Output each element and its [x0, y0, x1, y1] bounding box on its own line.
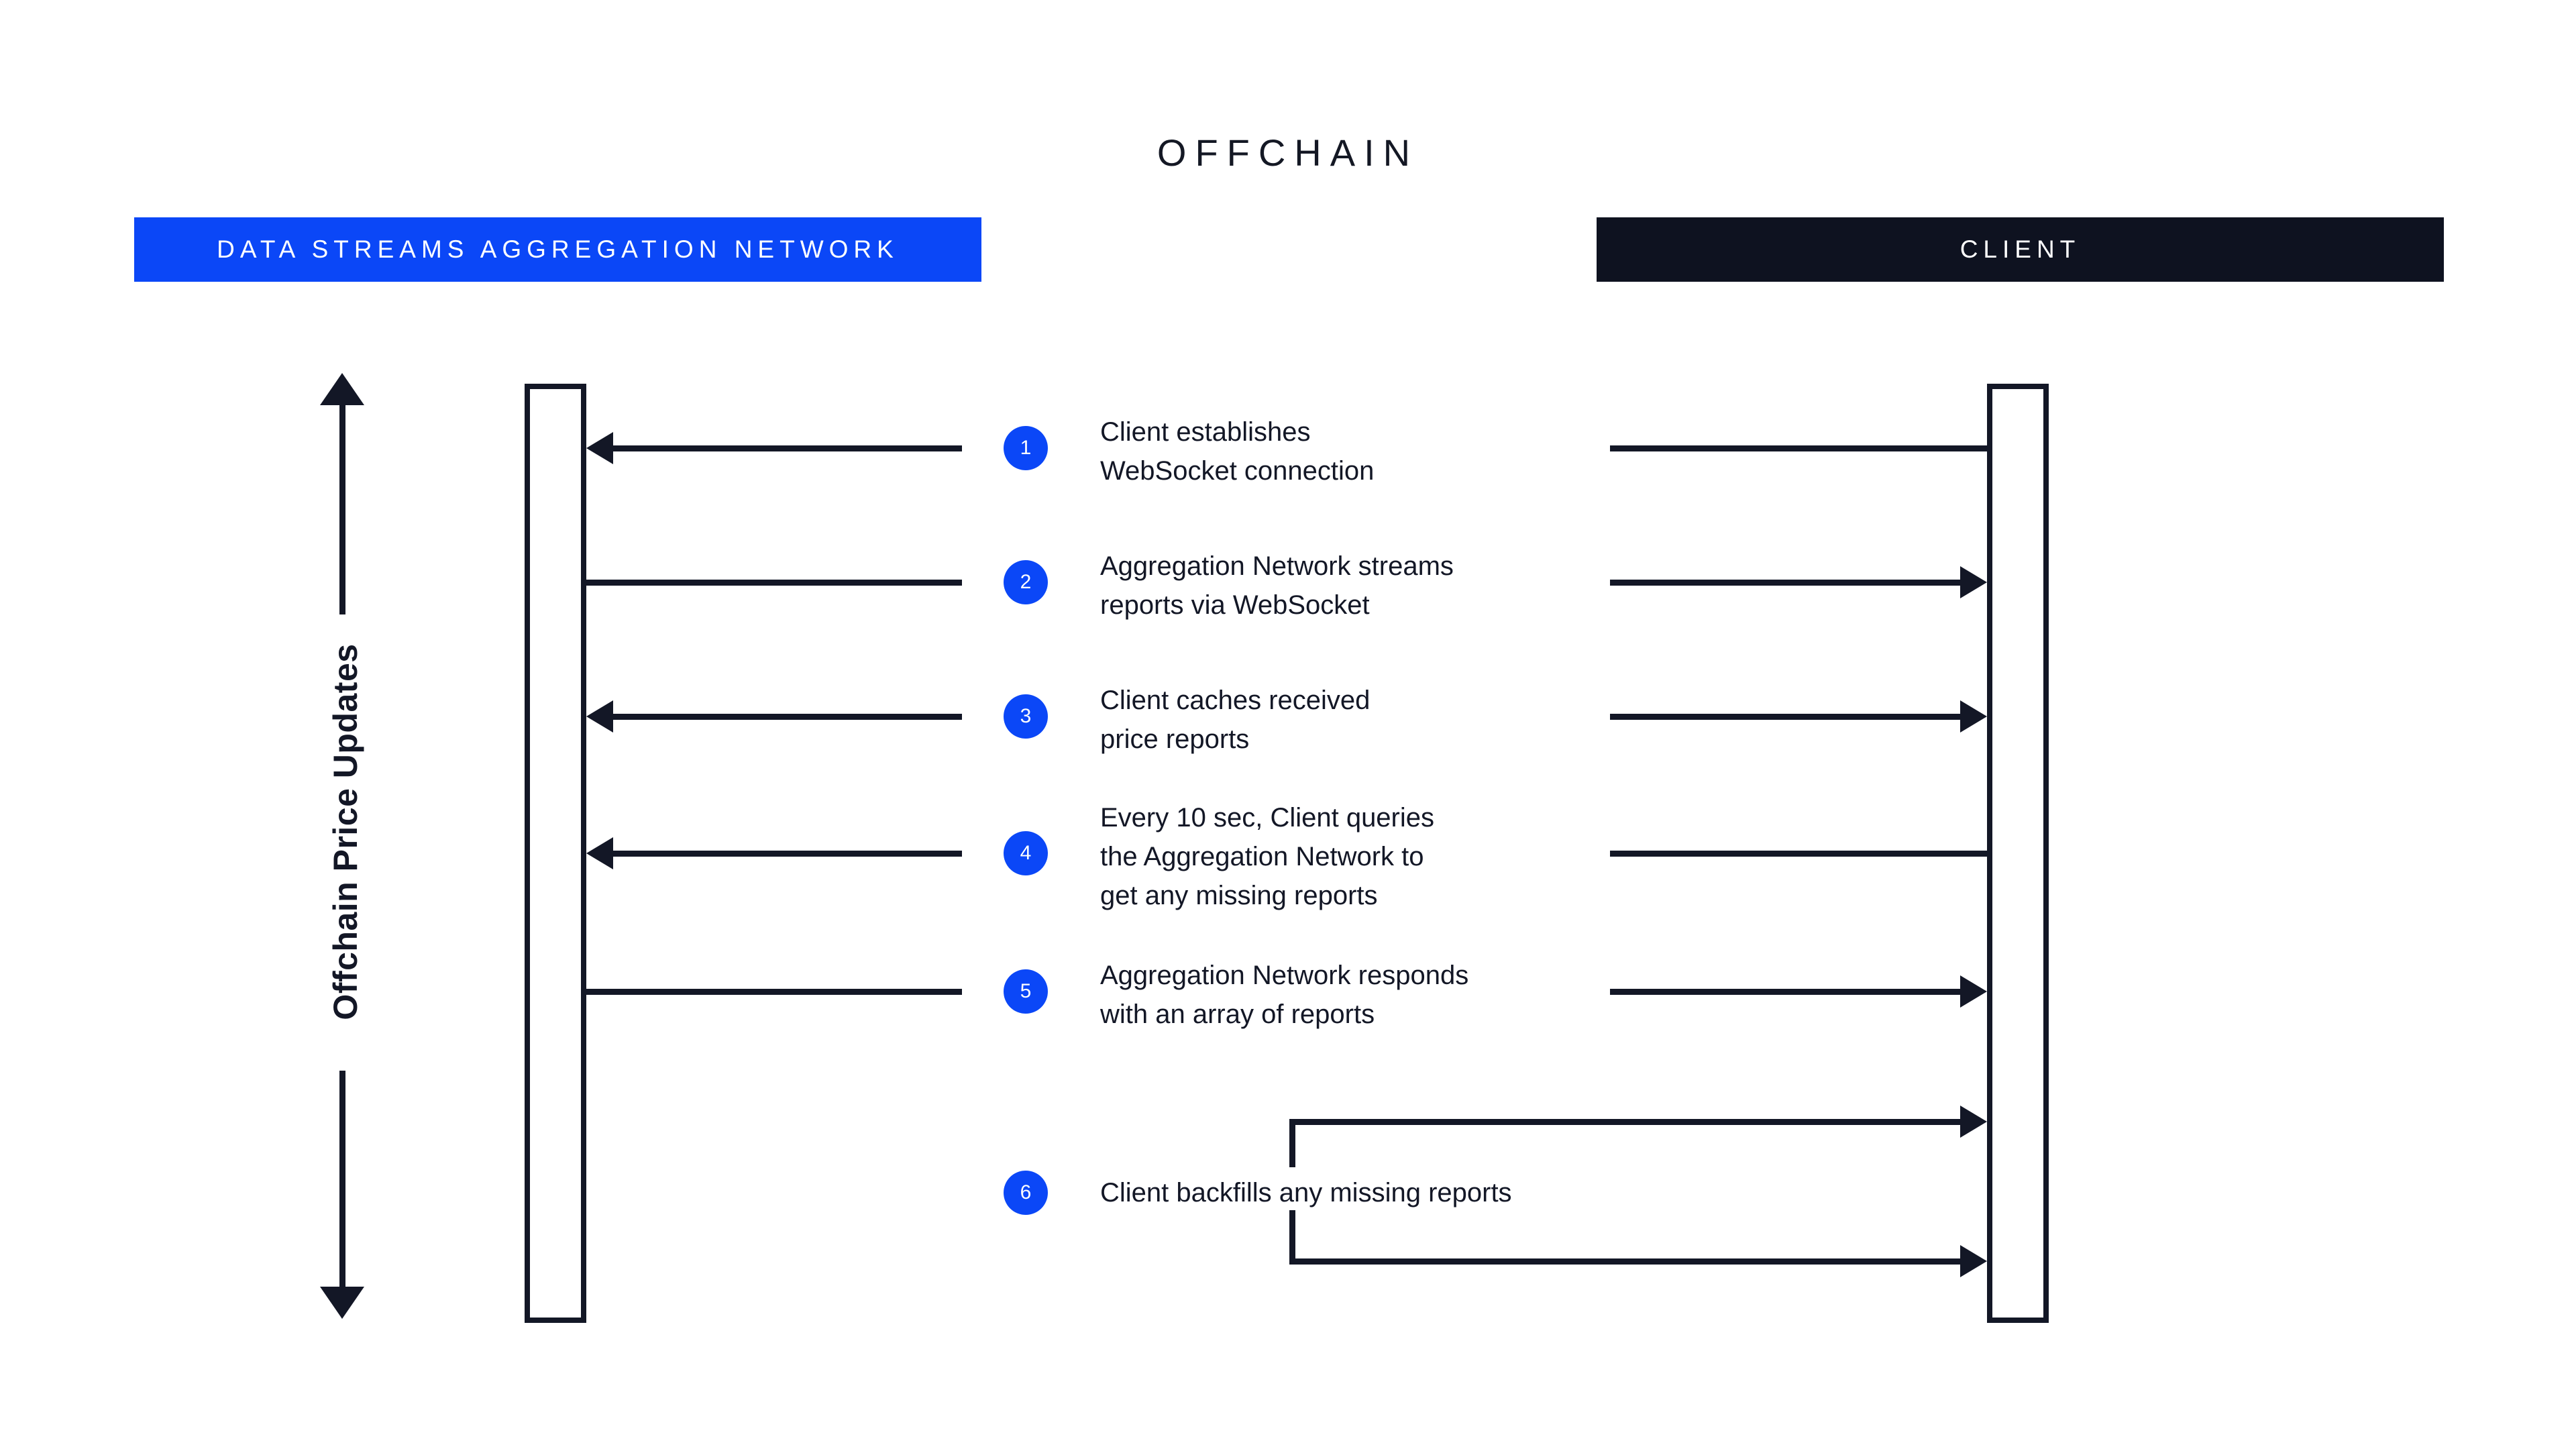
step-label-1-line-2: WebSocket connection — [1100, 456, 1375, 486]
lane-header-client: CLIENT — [1597, 217, 2444, 282]
step-badge-5: 5 — [1004, 969, 1048, 1014]
arrow-left-icon — [586, 700, 613, 733]
step-label-4: Every 10 sec, Client queries the Aggrega… — [1100, 798, 1677, 915]
step-badge-2: 2 — [1004, 560, 1048, 604]
axis-label-backdrop — [295, 614, 396, 1071]
step-label-4-line-2: the Aggregation Network to — [1100, 842, 1424, 871]
step-badge-2-number: 2 — [1020, 571, 1032, 593]
step-label-6-line-1: Client backfills any missing reports — [1100, 1178, 1512, 1208]
message-5-left-line — [586, 989, 962, 995]
lane-header-client-label: CLIENT — [1960, 235, 2081, 263]
message-6-bottom-line — [1289, 1258, 1960, 1265]
arrow-right-icon — [1960, 975, 1987, 1008]
arrow-right-icon — [1960, 700, 1987, 733]
arrow-right-icon — [1960, 566, 1987, 598]
step-badge-5-number: 5 — [1020, 980, 1032, 1002]
axis-label: Offchain Price Updates — [327, 643, 364, 1020]
message-4-right-line — [1610, 851, 1987, 857]
arrow-up-icon — [320, 373, 364, 405]
message-1-left-line — [613, 445, 962, 451]
step-label-4-line-1: Every 10 sec, Client queries — [1100, 803, 1435, 833]
message-6-bottom-corner — [1289, 1210, 1295, 1265]
step-badge-3: 3 — [1004, 694, 1048, 739]
step-label-2-line-2: reports via WebSocket — [1100, 590, 1370, 620]
lifeline-client — [1987, 384, 2049, 1323]
page-title: OFFCHAIN — [1157, 131, 1419, 174]
step-label-5: Aggregation Network responds with an arr… — [1100, 956, 1677, 1034]
step-badge-4: 4 — [1004, 831, 1048, 875]
step-badge-3-number: 3 — [1020, 705, 1032, 727]
step-label-1-line-1: Client establishes — [1100, 417, 1311, 447]
arrow-left-icon — [586, 432, 613, 464]
message-2-right-line — [1610, 580, 1960, 586]
message-4-left-line — [613, 851, 962, 857]
step-label-2-line-1: Aggregation Network streams — [1100, 551, 1454, 581]
message-3-left-line — [613, 714, 962, 720]
lane-header-aggregation-network-label: DATA STREAMS AGGREGATION NETWORK — [217, 235, 899, 263]
arrow-right-icon — [1960, 1106, 1987, 1138]
step-label-6: Client backfills any missing reports — [1100, 1173, 1771, 1212]
message-5-right-line — [1610, 989, 1960, 995]
lifeline-aggregation-network — [525, 384, 586, 1323]
step-badge-1-number: 1 — [1020, 437, 1032, 459]
step-label-5-line-2: with an array of reports — [1100, 1000, 1375, 1029]
lane-header-aggregation-network: DATA STREAMS AGGREGATION NETWORK — [134, 217, 981, 282]
step-badge-1: 1 — [1004, 426, 1048, 470]
message-6-top-line — [1289, 1119, 1960, 1125]
message-2-left-line — [586, 580, 962, 586]
arrow-down-icon — [320, 1287, 364, 1319]
step-badge-6-number: 6 — [1020, 1181, 1032, 1203]
arrow-left-icon — [586, 837, 613, 869]
step-badge-4-number: 4 — [1020, 842, 1032, 864]
step-label-2: Aggregation Network streams reports via … — [1100, 547, 1677, 625]
step-label-3-line-2: price reports — [1100, 724, 1250, 754]
step-label-1: Client establishes WebSocket connection — [1100, 413, 1677, 490]
offchain-price-updates-axis: Offchain Price Updates — [282, 373, 402, 1319]
step-badge-6: 6 — [1004, 1171, 1048, 1215]
arrow-right-icon — [1960, 1245, 1987, 1277]
message-3-right-line — [1610, 714, 1960, 720]
message-6-top-corner — [1289, 1119, 1295, 1167]
step-label-5-line-1: Aggregation Network responds — [1100, 961, 1469, 990]
message-1-right-line — [1610, 445, 1987, 451]
step-label-3-line-1: Client caches received — [1100, 686, 1371, 715]
step-label-3: Client caches received price reports — [1100, 681, 1677, 759]
step-label-4-line-3: get any missing reports — [1100, 881, 1378, 910]
